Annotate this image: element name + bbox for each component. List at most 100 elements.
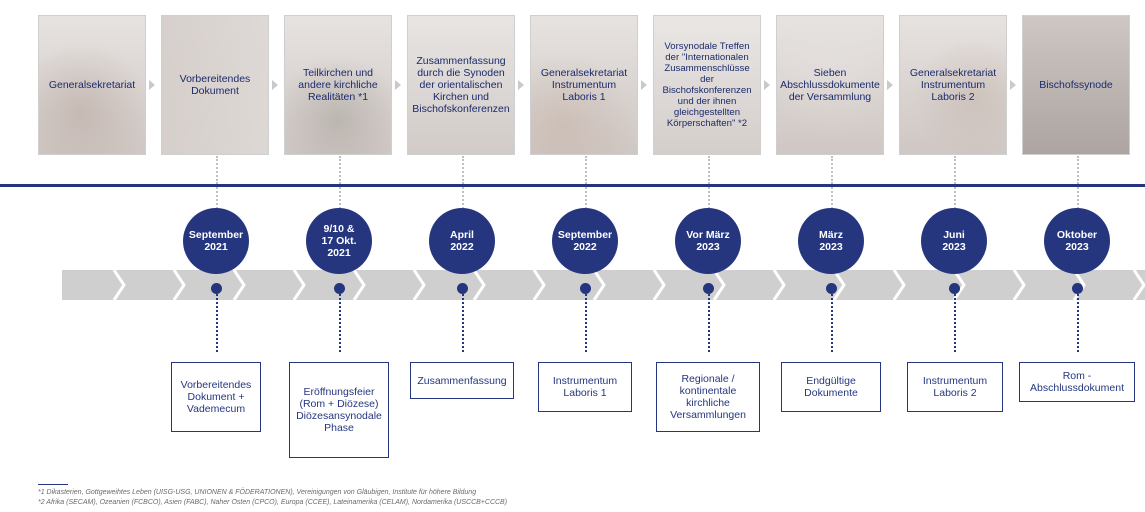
date-connector: [954, 187, 956, 209]
flow-arrow-icon: [149, 80, 155, 90]
date-connector: [339, 187, 341, 209]
output-connector: [339, 294, 341, 352]
date-year: 2023: [819, 241, 843, 253]
stage-connector: [585, 156, 587, 184]
date-connector: [462, 187, 464, 209]
output-box: Regionale / kontinentale kirchliche Vers…: [656, 362, 760, 432]
stage-connector: [954, 156, 956, 184]
stage-label: Generalsekretariat: [48, 79, 136, 91]
timeline-dot: [826, 283, 837, 294]
output-box: Instrumentum Laboris 1: [538, 362, 632, 412]
stage-box-5: Generalsekretariat Instrumentum Laboris …: [530, 15, 638, 155]
date-connector: [831, 187, 833, 209]
flow-arrow-icon: [518, 80, 524, 90]
timeline-dot: [334, 283, 345, 294]
stage-connector: [708, 156, 710, 184]
stage-box-8: Generalsekretariat Instrumentum Laboris …: [899, 15, 1007, 155]
date-year: 2021: [327, 247, 351, 259]
output-connector: [708, 294, 710, 352]
date-year: 2023: [696, 241, 720, 253]
flow-arrow-icon: [764, 80, 770, 90]
output-box: Eröffnungsfeier (Rom + Diözese) Diözesan…: [289, 362, 389, 458]
stage-photo: [1023, 16, 1129, 154]
date-connector: [1077, 187, 1079, 209]
output-connector: [462, 294, 464, 352]
output-connector: [831, 294, 833, 352]
output-connector: [216, 294, 218, 352]
output-connector: [1077, 294, 1079, 352]
stage-label: Vorbereitendes Dokument: [179, 73, 251, 97]
date-year: 2021: [204, 241, 228, 253]
timeline-dot: [1072, 283, 1083, 294]
stage-box-9: Bischofssynode: [1022, 15, 1130, 155]
date-line: Juni: [943, 229, 965, 241]
stage-label: Generalsekretariat Instrumentum Laboris …: [540, 67, 628, 103]
date-line: März: [819, 229, 843, 241]
timeline-dot: [457, 283, 468, 294]
stage-label: Zusammenfassung durch die Synoden der or…: [412, 55, 510, 115]
date-line: September: [557, 229, 613, 241]
output-box: Endgültige Dokumente: [781, 362, 881, 412]
date-connector: [216, 187, 218, 209]
output-connector: [954, 294, 956, 352]
output-box: Instrumentum Laboris 2: [907, 362, 1003, 412]
date-line: 9/10 & 17 Okt.: [321, 223, 357, 247]
stage-connector: [339, 156, 341, 184]
stage-box-3: Teilkirchen und andere kirchliche Realit…: [284, 15, 392, 155]
stage-photo: [777, 16, 883, 154]
timeline-dot: [949, 283, 960, 294]
stage-photo: [654, 16, 760, 154]
output-label: Instrumentum Laboris 2: [922, 375, 988, 399]
footnote-divider: [38, 484, 68, 485]
date-year: 2022: [573, 241, 597, 253]
output-label: Zusammenfassung: [417, 374, 507, 387]
output-box: Zusammenfassung: [410, 362, 514, 399]
date-line: September: [188, 229, 244, 241]
footnote-2: *2 Afrika (SECAM), Ozeanien (FCBCO), Asi…: [38, 499, 508, 506]
stage-label: Sieben Abschlussdokumente der Versammlun…: [780, 67, 880, 103]
stage-photo: [408, 16, 514, 154]
date-line: Vor März: [686, 229, 730, 241]
date-line: Oktober: [1056, 229, 1098, 241]
timeline-dot: [211, 283, 222, 294]
flow-arrow-icon: [887, 80, 893, 90]
output-label: Rom - Abschlussdokument: [1030, 370, 1124, 394]
stage-label: Generalsekretariat Instrumentum Laboris …: [909, 67, 997, 103]
flow-arrow-icon: [641, 80, 647, 90]
stage-photo: [531, 16, 637, 154]
output-label: Endgültige Dokumente: [804, 375, 858, 399]
stage-box-2: Vorbereitendes Dokument: [161, 15, 269, 155]
flow-arrow-icon: [272, 80, 278, 90]
timeline-divider: [0, 184, 1145, 187]
date-line: April: [450, 229, 474, 241]
output-box: Vorbereitendes Dokument + Vademecum: [171, 362, 261, 432]
stage-connector: [1077, 156, 1079, 184]
stage-box-6: Vorsynodale Treffen der "Internationalen…: [653, 15, 761, 155]
output-label: Eröffnungsfeier (Rom + Diözese) Diözesan…: [296, 386, 382, 434]
flow-arrow-icon: [395, 80, 401, 90]
stage-connector: [462, 156, 464, 184]
output-connector: [585, 294, 587, 352]
stage-box-4: Zusammenfassung durch die Synoden der or…: [407, 15, 515, 155]
stage-connector: [216, 156, 218, 184]
date-year: 2022: [450, 241, 474, 253]
stage-photo: [162, 16, 268, 154]
stage-photo: [900, 16, 1006, 154]
output-label: Regionale / kontinentale kirchliche Vers…: [670, 373, 746, 421]
stage-box-1: Generalsekretariat: [38, 15, 146, 155]
date-year: 2023: [1065, 241, 1089, 253]
output-label: Instrumentum Laboris 1: [552, 375, 618, 399]
stage-photo: [285, 16, 391, 154]
timeline-dot: [703, 283, 714, 294]
date-circle: 9/10 & 17 Okt.2021: [306, 208, 372, 274]
timeline-dot: [580, 283, 591, 294]
stage-photo: [39, 16, 145, 154]
date-connector: [708, 187, 710, 209]
